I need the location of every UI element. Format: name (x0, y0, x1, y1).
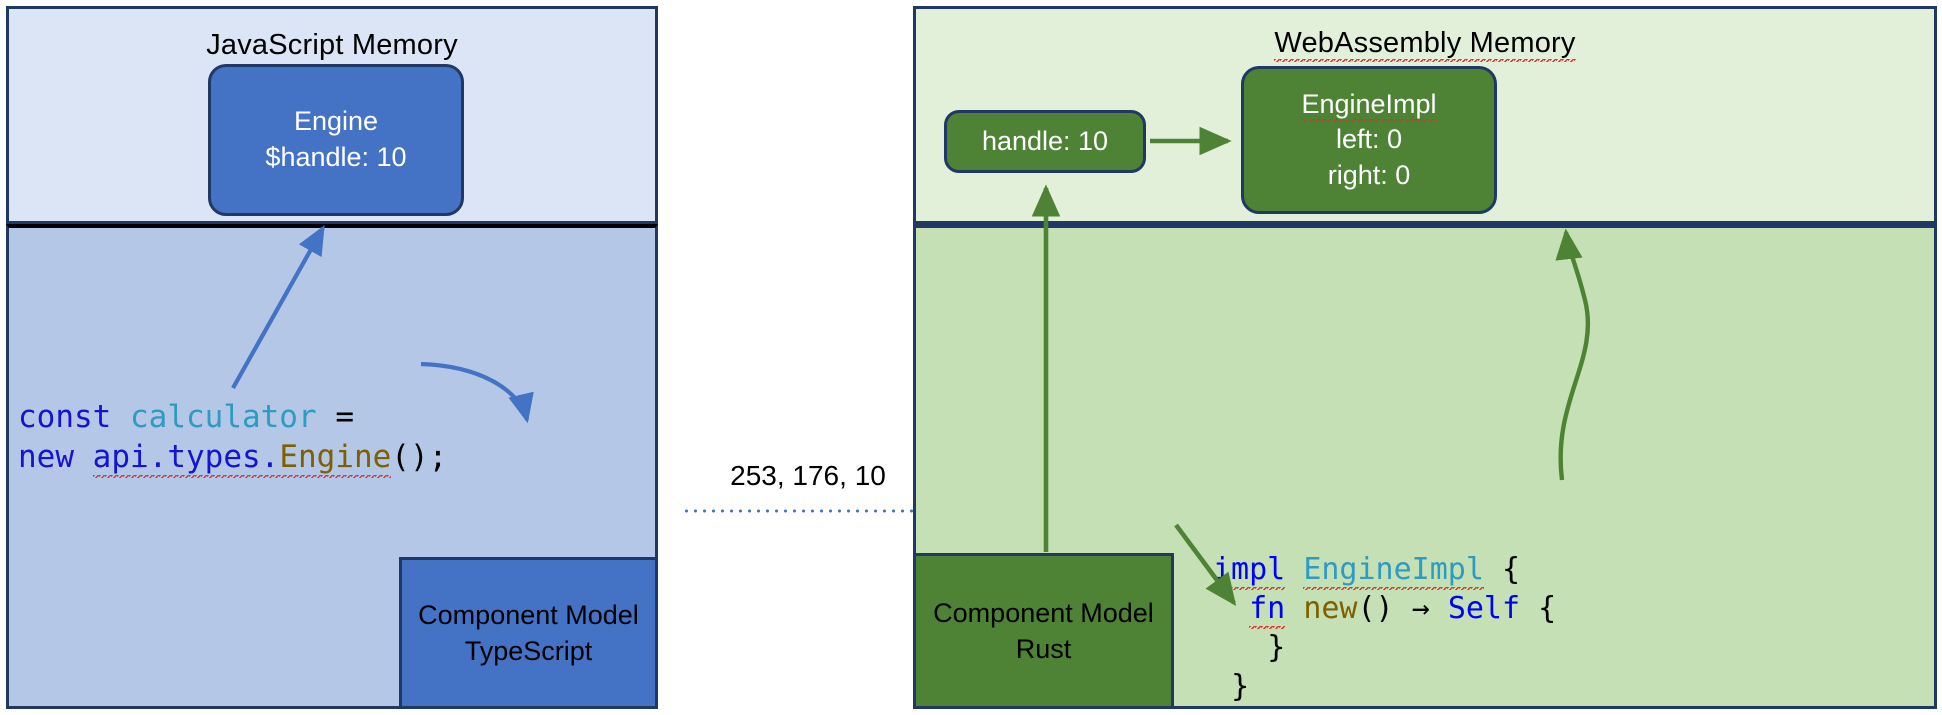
cm-ts-line2: TypeScript (464, 636, 593, 666)
rust-brace-open-impl: { (1502, 552, 1521, 587)
ts-keyword-const: const (18, 399, 112, 435)
typescript-code-block: const calculator = new api.types.Engine(… (18, 398, 448, 478)
rust-keyword-fn: fn (1249, 591, 1286, 629)
engine-object-handle: $handle: 10 (265, 142, 407, 172)
ts-identifier-calculator: calculator (130, 399, 317, 435)
rust-return-type-self: Self (1447, 591, 1521, 626)
javascript-memory-title: JavaScript Memory (206, 29, 458, 61)
engineimpl-object-box[interactable]: EngineImpl left: 0 right: 0 (1241, 66, 1497, 214)
rust-type-engineimpl: EngineImpl (1303, 552, 1484, 590)
center-rgb-label: 253, 176, 10 (730, 460, 886, 491)
engineimpl-field-right: right: 0 (1327, 159, 1411, 190)
ts-keyword-new: new (18, 438, 74, 475)
arrow-rust-code-to-engineimpl (1555, 228, 1591, 481)
engineimpl-object-name: EngineImpl (1301, 87, 1437, 123)
component-model-rust-box[interactable]: Component Model Rust (913, 553, 1174, 709)
ts-type-engine: Engine (279, 438, 392, 478)
ts-namespace-path: api.types. (92, 438, 280, 478)
handle-object-box[interactable]: handle: 10 (944, 110, 1146, 173)
rust-return-arrow: → (1411, 591, 1430, 626)
rust-fn-name-new: new (1303, 591, 1358, 626)
engine-object-name: Engine (293, 106, 379, 137)
rust-brace-open-fn: { (1538, 591, 1557, 626)
engineimpl-field-left: left: 0 (1335, 124, 1403, 155)
rust-brace-close-impl: } (1231, 669, 1250, 704)
rust-fn-parens: () (1357, 591, 1394, 626)
arrow-ts-code-to-engine (231, 225, 325, 390)
cm-rust-line2: Rust (1015, 634, 1072, 664)
webassembly-memory-title: WebAssembly Memory (916, 27, 1934, 62)
engine-object-box[interactable]: Engine $handle: 10 (208, 64, 464, 216)
rust-code-block: impl EngineImpl { fn new() → Self { } } (1213, 550, 1556, 706)
cm-ts-line1: Component Model (418, 599, 639, 630)
rust-brace-close-fn: } (1267, 630, 1286, 665)
center-dotted-divider (682, 509, 922, 513)
cm-rust-line1: Component Model (933, 597, 1154, 628)
ts-operator-assign: = (335, 399, 354, 435)
arrow-ts-code-to-component-model (420, 361, 534, 424)
component-model-typescript-box[interactable]: Component Model TypeScript (399, 557, 658, 709)
ts-call-tail: (); (391, 438, 448, 475)
handle-object-label: handle: 10 (981, 125, 1109, 156)
arrow-component-model-rust-to-fn-new (1174, 523, 1237, 606)
